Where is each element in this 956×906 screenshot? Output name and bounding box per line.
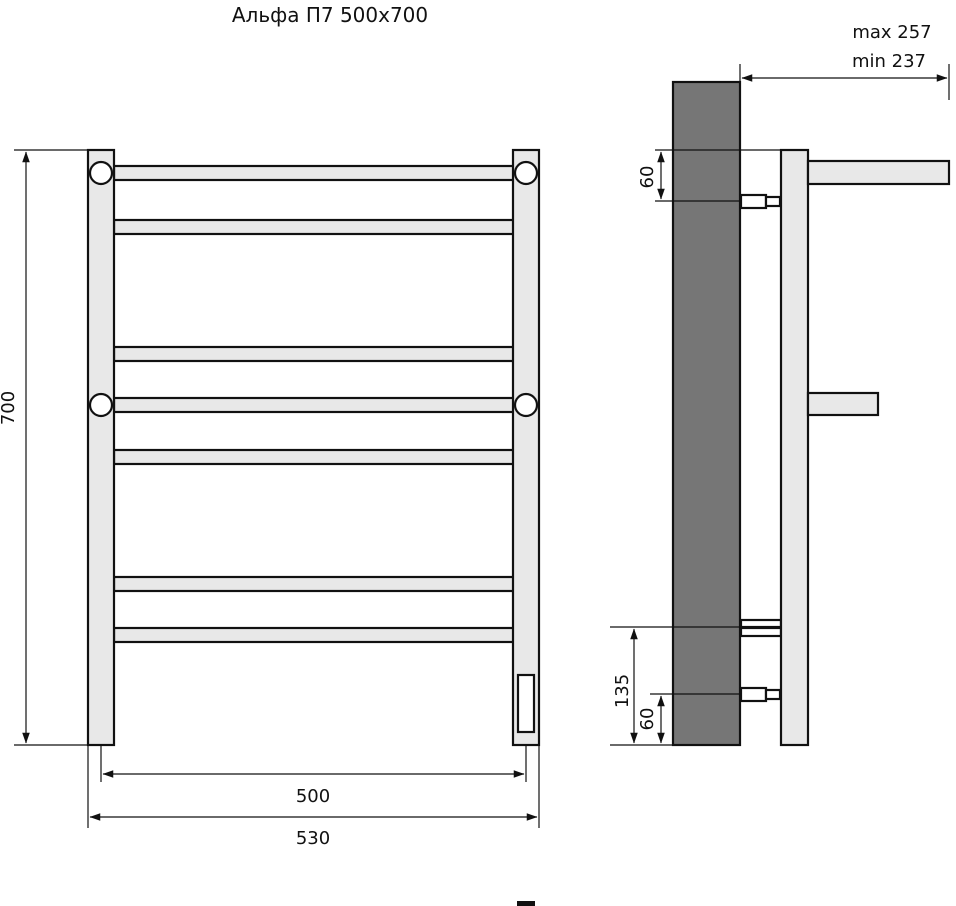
mount-point-mid-left [88,392,114,418]
outer-width-label: 530 [296,828,330,849]
inner-width-label: 500 [296,786,330,807]
right-post [511,148,541,747]
top-offset-label: 60 [637,166,658,189]
bottom-offset-label: 60 [637,708,658,731]
drawing-title: Альфа П7 500х700 [232,3,428,27]
rail-6 [112,575,516,593]
pipe-fitting-upper-a [739,618,783,629]
height-dimension: 700 [0,149,88,746]
rail-1 [112,164,516,182]
mount-point-top-right [513,160,539,186]
side-post [779,148,810,747]
lower-offset-label: 135 [612,674,633,708]
wall [671,80,742,747]
shelf-arm-middle [806,391,880,417]
bracket-top [739,193,768,210]
pipe-fitting-upper-b [739,626,783,638]
bottom-edge-mark [517,901,535,906]
bracket-top-nut [764,195,782,208]
rail-3 [112,345,516,363]
mount-point-top-left [88,160,114,186]
pipe-fitting-lower [739,686,768,703]
rail-4 [112,396,516,414]
rail-5 [112,448,516,466]
height-label: 700 [0,391,19,425]
max-depth-label: max 257 [852,22,931,43]
side-view [671,80,951,747]
switch-box [516,673,536,734]
rail-2 [112,218,516,236]
top-offset-dimension: 60 [637,149,781,202]
mount-point-mid-right [513,392,539,418]
lower-offset-dimensions: 135 60 [610,626,741,746]
shelf-arm-top [806,159,951,186]
rail-7 [112,626,516,644]
width-dimensions: 500 530 [87,745,540,849]
left-post [86,148,116,747]
depth-dimension: max 257 min 237 [739,22,950,100]
min-depth-label: min 237 [852,51,926,72]
front-view [86,148,541,747]
pipe-fitting-lower-nut [764,688,782,701]
